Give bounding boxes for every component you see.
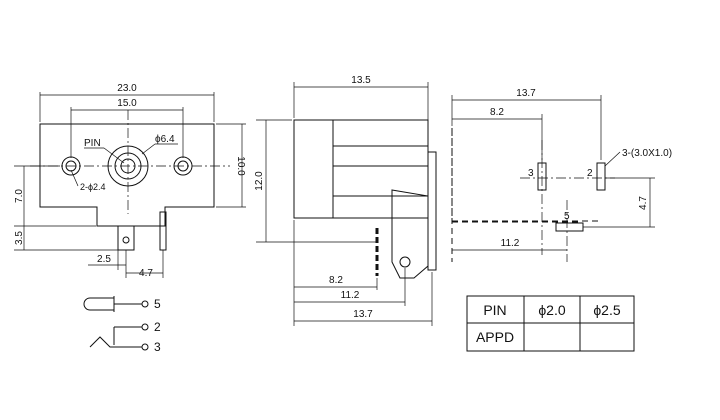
pcb-outline [451,130,580,223]
front-view: 23.0 15.0 PIN ϕ6.4 2-ϕ2.4 10.0 7.0 3.5 [14,83,246,279]
dim-depth: 13.5 [351,75,371,86]
schematic-pin-5: 5 [154,297,161,311]
dim-pcb-pad-a: 8.2 [490,107,504,118]
schematic-symbol: 5 2 3 [83,296,161,354]
pad-5 [555,222,584,232]
dim-pcb-overall: 13.7 [516,88,536,99]
side-body [293,119,429,219]
label-center-hole: ϕ6.4 [155,134,175,145]
label-pad-2: 2 [587,168,593,179]
label-pad-5: 5 [564,211,570,222]
dim-hole-spacing: 15.0 [117,98,137,109]
dim-pin-c: 13.7 [353,309,373,320]
label-pin: PIN [84,138,101,149]
label-mount-holes: 2-ϕ2.4 [80,182,106,192]
dim-pcb-offset-y: 4.7 [638,196,649,210]
dim-overall-width: 23.0 [117,83,137,94]
label-pad-3: 3 [528,168,534,179]
pad-3 [537,162,547,191]
label-pad-size: 3-(3.0X1.0) [622,148,672,159]
dim-pin-b: 11.2 [341,290,360,301]
schematic-pin-2: 2 [154,320,161,334]
dim-mount-offset: 7.0 [14,189,25,203]
dim-pin-a: 8.2 [329,275,343,286]
table-row-label: APPD [476,329,514,345]
dim-height: 10.0 [235,156,246,176]
front-body-outline [39,123,215,227]
side-view: 13.5 12.0 8.2 11.2 13.7 [254,75,437,326]
table-header-phi25: ϕ2.5 [593,302,621,318]
pin-table: PIN ϕ2.0 ϕ2.5 APPD [466,295,635,352]
table-header-pin: PIN [483,302,506,318]
side-flange [427,151,437,271]
pad-2 [596,162,606,191]
dim-pin-offset-left: 2.5 [97,254,111,265]
pcb-layout: 13.7 8.2 3 2 3-(3.0X1.0) 5 4.7 11.2 [451,88,672,262]
dim-pin-spacing: 4.7 [139,268,153,279]
center-hole [107,145,149,187]
dim-pin-length: 3.5 [14,231,25,245]
front-pin-left [117,225,135,251]
dim-pcb-pad-b: 11.2 [501,238,520,249]
schematic-plug [83,297,115,311]
table-header-phi20: ϕ2.0 [538,302,566,318]
schematic-pin-3: 3 [154,340,161,354]
dim-side-height: 12.0 [254,171,265,191]
